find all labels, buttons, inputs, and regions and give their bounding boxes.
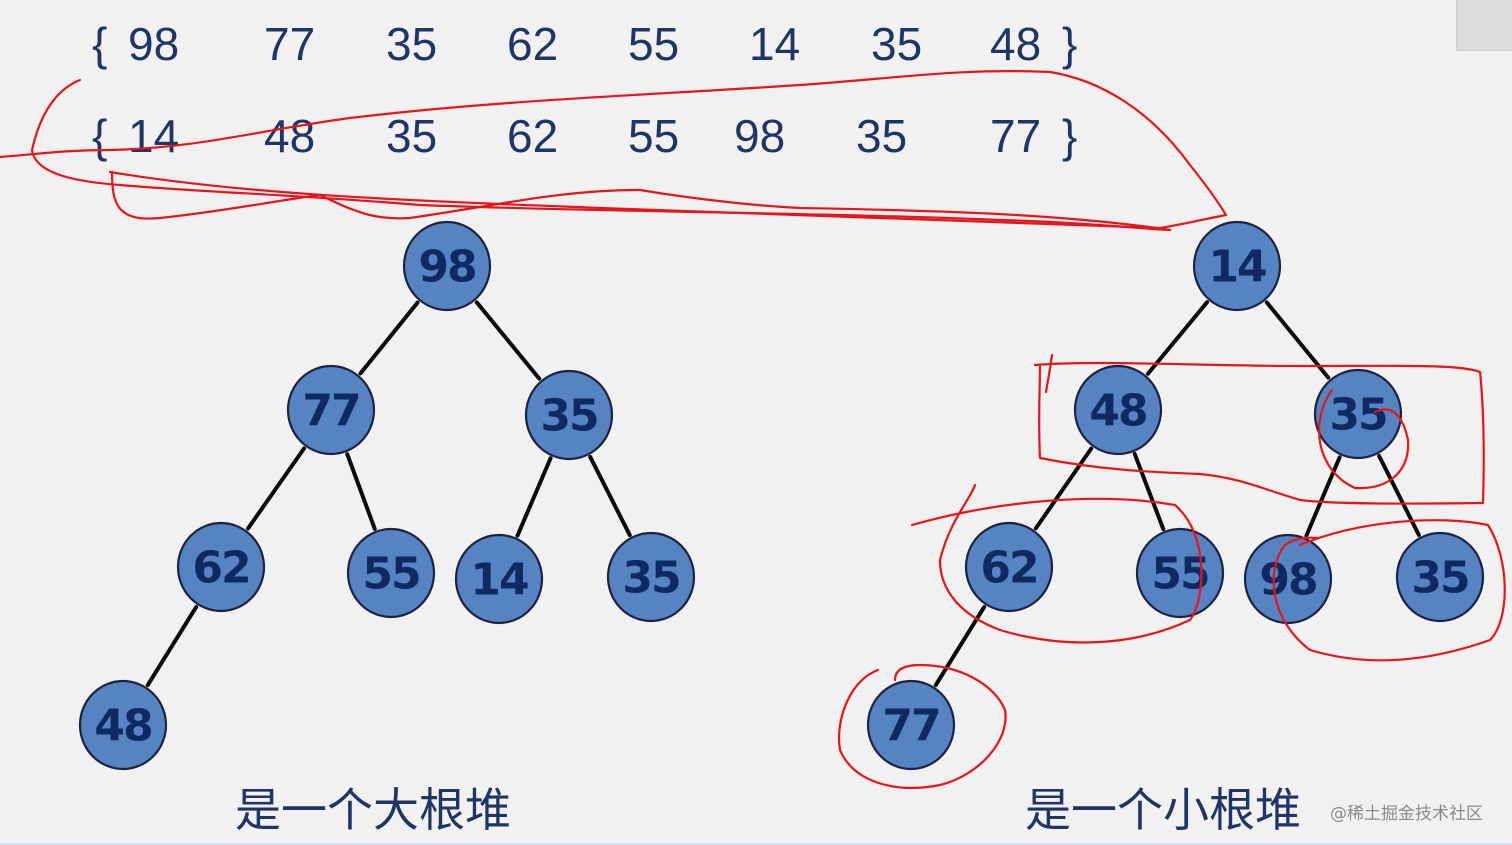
node-circle xyxy=(1395,531,1485,623)
subtree-98-35-annotation xyxy=(1272,519,1506,662)
node-label: 62 xyxy=(980,543,1037,594)
node-circle xyxy=(1313,368,1403,460)
max_heap-edge xyxy=(245,446,307,531)
max_heap-node: 14 xyxy=(454,533,544,625)
bottom-divider xyxy=(0,843,1512,845)
seq-value: 62 xyxy=(507,110,559,162)
node-77-circle-annotation xyxy=(838,663,1007,789)
node-label: 14 xyxy=(1208,242,1266,293)
video-overlay-corner xyxy=(1456,0,1512,51)
node-label: 98 xyxy=(418,242,475,293)
seq-value: 98 xyxy=(734,110,786,162)
node-circle xyxy=(866,679,956,771)
node-label: 62 xyxy=(192,543,249,594)
node-circle xyxy=(454,533,544,625)
node-circle xyxy=(402,220,492,312)
node-label: 55 xyxy=(362,549,419,600)
watermark: @稀土掘金技术社区 xyxy=(1330,804,1483,824)
min_heap-node: 35 xyxy=(1313,368,1403,460)
max_heap-edge xyxy=(345,452,377,531)
seq-value: 35 xyxy=(871,18,923,70)
min-heap-caption: 是一个小根堆 xyxy=(1025,783,1301,837)
seq-value: 35 xyxy=(856,110,908,162)
red-ink-annotations xyxy=(0,70,1506,789)
node-circle xyxy=(286,364,376,456)
node-35-circle-annotation xyxy=(1318,388,1410,490)
node-label: 77 xyxy=(882,701,939,752)
node-circle xyxy=(606,531,696,623)
tree-nodes: 98 77 35 62 55 14 35 48 14 48 35 62 55 98 35 77 xyxy=(78,220,1485,771)
node-circle xyxy=(524,369,614,461)
min_heap-edge xyxy=(1033,446,1094,531)
min_heap-edge xyxy=(1304,455,1342,538)
node-label: 35 xyxy=(540,391,597,442)
max_heap-node: 35 xyxy=(606,531,696,623)
tick-mark-annotation xyxy=(1044,353,1054,394)
subtree-62-55-annotation xyxy=(910,483,1203,644)
node-label: 35 xyxy=(622,553,679,604)
seq-value: 55 xyxy=(628,110,680,162)
node-circle xyxy=(176,521,266,613)
min_heap-node: 77 xyxy=(866,679,956,771)
node-label: 98 xyxy=(1259,555,1316,606)
node-circle xyxy=(1135,527,1225,619)
seq-value: 77 xyxy=(264,18,316,70)
max_heap-edge xyxy=(515,456,553,538)
seq-value: 48 xyxy=(990,18,1042,70)
max_heap-node: 55 xyxy=(346,527,436,619)
node-label: 48 xyxy=(1089,386,1146,437)
seq-value: 14 xyxy=(749,18,801,70)
node-circle xyxy=(1243,533,1333,625)
min_heap-node: 98 xyxy=(1243,533,1333,625)
node-label: 35 xyxy=(1329,390,1386,441)
min_heap-node: 14 xyxy=(1192,220,1282,312)
min_heap-edge xyxy=(1145,300,1210,376)
max_heap-edge xyxy=(358,300,420,376)
node-label: 77 xyxy=(302,386,359,437)
max_heap-edge xyxy=(474,300,542,381)
min_heap-node: 55 xyxy=(1135,527,1225,619)
min_heap-edge xyxy=(1132,451,1166,532)
node-label: 35 xyxy=(1411,553,1468,604)
brace-close: } xyxy=(1062,18,1078,70)
min_heap-edge xyxy=(933,604,987,688)
seq-value: 55 xyxy=(628,18,680,70)
node-circle xyxy=(346,527,436,619)
sequence-underline-annotation xyxy=(110,170,1172,232)
seq-value: 77 xyxy=(990,110,1042,162)
seq-value: 35 xyxy=(386,110,438,162)
level-box-annotation xyxy=(1033,361,1485,505)
max_heap-node: 98 xyxy=(402,220,492,312)
min_heap-node: 35 xyxy=(1395,531,1485,623)
node-label: 14 xyxy=(470,555,528,606)
max_heap-node: 35 xyxy=(524,369,614,461)
seq-value: 62 xyxy=(507,18,559,70)
max_heap-node: 48 xyxy=(78,679,168,771)
node-circle xyxy=(964,521,1054,613)
seq-value: 14 xyxy=(128,110,180,162)
node-label: 48 xyxy=(94,701,151,752)
max_heap-node: 62 xyxy=(176,521,266,613)
node-circle xyxy=(1192,220,1282,312)
sequence-bracket-annotation xyxy=(30,78,1172,232)
node-circle xyxy=(1073,364,1163,456)
sequence-loop-annotation xyxy=(0,70,1228,230)
max_heap-edge xyxy=(145,604,199,688)
max-heap-caption: 是一个大根堆 xyxy=(235,783,511,837)
brace-open: { xyxy=(92,18,108,70)
max_heap-edge xyxy=(588,454,632,538)
brace-close: } xyxy=(1062,110,1078,162)
seq-value: 35 xyxy=(386,18,438,70)
min_heap-node: 62 xyxy=(964,521,1054,613)
max_heap-node: 77 xyxy=(286,364,376,456)
node-circle xyxy=(78,679,168,771)
seq-value: 98 xyxy=(128,18,180,70)
min_heap-node: 48 xyxy=(1073,364,1163,456)
seq-value: 48 xyxy=(264,110,316,162)
tree-edges xyxy=(145,300,1421,688)
